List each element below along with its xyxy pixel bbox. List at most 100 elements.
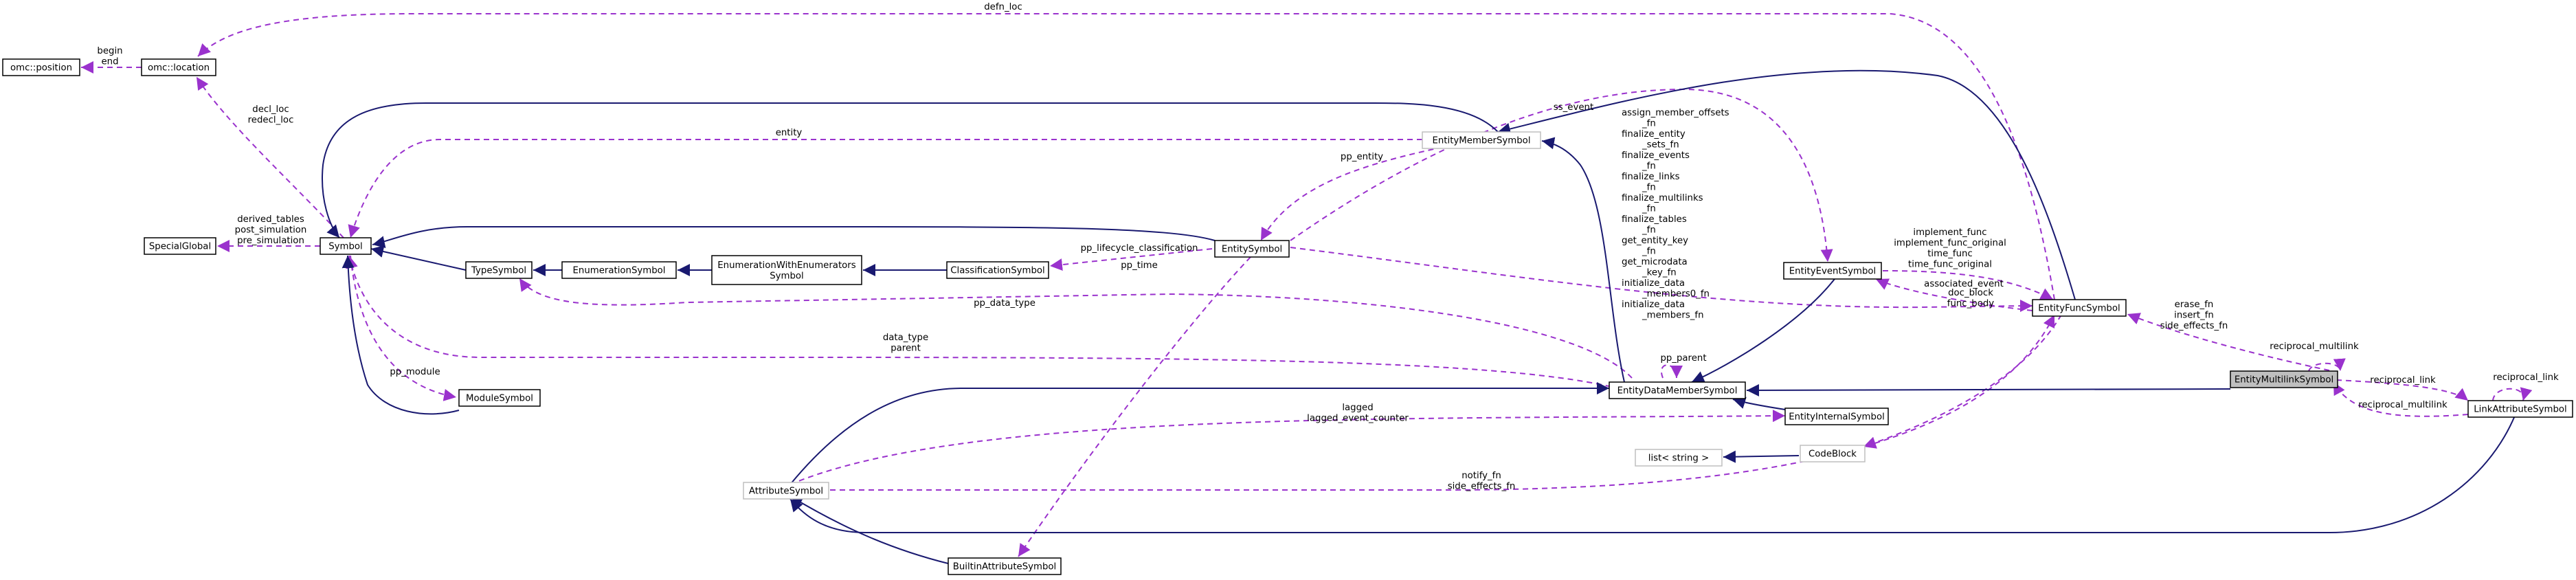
edge-label-line: doc_block xyxy=(1948,288,1993,298)
node-entity-internal-symbol[interactable]: EntityInternalSymbol xyxy=(1784,408,1889,425)
node-entity-event-symbol[interactable]: EntityEventSymbol xyxy=(1783,262,1882,280)
node-entity-internal-symbol-label: EntityInternalSymbol xyxy=(1789,412,1885,423)
edge-label-line: finalize_links xyxy=(1622,172,1680,182)
edge-label-entity: entity xyxy=(776,128,803,138)
edge-pp-lifecycle xyxy=(1049,248,1213,271)
edge-label-line: _members0_fn xyxy=(1642,289,1710,300)
edge-label-line: pre_simulation xyxy=(237,236,304,246)
edge-codeblock-inherits-list xyxy=(1723,450,1800,463)
node-omc-position[interactable]: omc::position xyxy=(2,58,80,76)
node-symbol[interactable]: Symbol xyxy=(320,237,372,255)
edge-doc-block xyxy=(1863,314,2062,449)
edge-label-line: lagged_event_counter xyxy=(1307,414,1409,424)
edge-label-line: _sets_fn xyxy=(1642,140,1679,150)
node-module-symbol[interactable]: ModuleSymbol xyxy=(458,389,541,407)
edge-implement-func xyxy=(1882,270,2054,300)
node-entity-multilink-symbol[interactable]: EntityMultilinkSymbol xyxy=(2230,370,2338,388)
node-entity-internal-symbol-box xyxy=(1784,408,1889,425)
edge-label-line: time_func xyxy=(1927,249,1973,259)
node-special-global[interactable]: SpecialGlobal xyxy=(144,237,216,255)
edge-label-line: defn_loc xyxy=(984,2,1022,12)
edge-builtin-inherits-attribute xyxy=(789,495,949,564)
edge-type-inherits-symbol xyxy=(370,245,467,271)
node-entity-func-symbol[interactable]: EntityFuncSymbol xyxy=(2032,299,2127,317)
edge-notify-fn xyxy=(830,314,2055,491)
node-classification-symbol-label: ClassificationSymbol xyxy=(950,266,1045,276)
node-builtin-attribute-symbol-box xyxy=(948,557,1062,575)
node-enum-with-enumerators-box xyxy=(711,255,862,285)
node-builtin-attribute-symbol[interactable]: BuiltinAttributeSymbol xyxy=(948,557,1062,575)
node-entity-member-symbol[interactable]: EntityMemberSymbol xyxy=(1422,131,1541,149)
node-type-symbol-label: TypeSymbol xyxy=(471,266,526,276)
edge-label-reciprocal-multilink: reciprocal_multilink xyxy=(2358,400,2448,410)
edge-reciprocal-link xyxy=(2336,379,2469,401)
node-list-string[interactable]: list< string > xyxy=(1635,449,1723,467)
edge-label-line: pp_data_type xyxy=(974,298,1035,309)
edge-label-pp-time: pp_time xyxy=(1121,260,1158,271)
node-entity-multilink-symbol-label: EntityMultilinkSymbol xyxy=(2235,375,2333,386)
node-type-symbol-box xyxy=(465,261,533,279)
node-omc-position-label: omc::position xyxy=(10,63,72,74)
node-omc-location-label: omc::location xyxy=(148,63,210,74)
edge-label-line: reciprocal_link xyxy=(2493,372,2559,383)
node-enum-with-enumerators-label: EnumerationWithEnumerators xyxy=(717,260,855,271)
edge-label-line: pp_entity xyxy=(1341,152,1383,162)
edge-label-associated-event: associated_event xyxy=(1924,279,2004,289)
node-entity-event-symbol-label: EntityEventSymbol xyxy=(1789,267,1876,277)
edge-label-line: parent xyxy=(891,344,921,354)
edge-label-line: func_body xyxy=(1947,299,1995,309)
edge-label-line: redecl_loc xyxy=(248,115,294,126)
edge-label-line: side_effects_fn xyxy=(1448,482,1516,492)
edge-member-inherits-symbol xyxy=(322,102,1499,238)
edge-label-line: reciprocal_link xyxy=(2370,375,2436,386)
edge-label-line: _fn xyxy=(1642,161,1656,172)
edge-label-line: derived_tables xyxy=(237,214,304,225)
edge-label-line: side_effects_fn xyxy=(2160,321,2228,331)
edge-pp-data-type xyxy=(519,278,1633,379)
node-entity-symbol[interactable]: EntitySymbol xyxy=(1214,240,1290,258)
edge-label-line: begin xyxy=(97,46,122,56)
edge-label-pp-data-type: pp_data_type xyxy=(974,298,1035,309)
edge-label-line: implement_func xyxy=(1913,227,1986,238)
node-classification-symbol[interactable]: ClassificationSymbol xyxy=(946,261,1049,279)
edge-internal-inherits-data-member xyxy=(1732,397,1786,410)
edge-reciprocal-link-self xyxy=(2492,387,2533,401)
node-omc-location-box xyxy=(141,58,216,76)
node-link-attribute-symbol[interactable]: LinkAttributeSymbol xyxy=(2467,400,2573,418)
node-entity-member-symbol-label: EntityMemberSymbol xyxy=(1432,136,1530,146)
node-entity-func-symbol-box xyxy=(2032,299,2127,317)
node-enum-with-enumerators-label: Symbol xyxy=(770,271,804,281)
edge-label-ss-event: ss_event xyxy=(1554,102,1593,113)
node-module-symbol-box xyxy=(458,389,541,407)
edge-pp-entity xyxy=(1260,146,1444,241)
edge-label-line: implement_func_original xyxy=(1894,238,2006,249)
node-attribute-symbol[interactable]: AttributeSymbol xyxy=(743,482,829,500)
edge-label-line: _fn xyxy=(1642,225,1656,236)
edge-label-line: insert_fn xyxy=(2174,311,2214,321)
node-type-symbol[interactable]: TypeSymbol xyxy=(465,261,533,279)
edge-data-type-parent xyxy=(346,255,1621,390)
node-enumeration-symbol[interactable]: EnumerationSymbol xyxy=(561,261,677,279)
node-special-global-box xyxy=(144,237,216,255)
edge-label-line: _fn xyxy=(1642,247,1656,257)
node-entity-data-member-symbol[interactable]: EntityDataMemberSymbol xyxy=(1609,381,1746,399)
edge-label-line: finalize_multilinks xyxy=(1622,193,1703,203)
edge-defn-loc xyxy=(197,13,2055,300)
edge-label-line: erase_fn xyxy=(2175,300,2214,310)
edge-ss-event xyxy=(1290,88,1833,263)
edge-label-line: ss_event xyxy=(1554,102,1593,113)
node-entity-member-symbol-box xyxy=(1422,131,1541,149)
edge-reciprocal-multilink xyxy=(2333,381,2469,417)
node-builtin-attribute-symbol-label: BuiltinAttributeSymbol xyxy=(953,562,1057,572)
node-code-block[interactable]: CodeBlock xyxy=(1800,445,1866,462)
node-omc-location[interactable]: omc::location xyxy=(141,58,216,76)
edge-label-reciprocal-link-self: reciprocal_link xyxy=(2493,372,2559,383)
